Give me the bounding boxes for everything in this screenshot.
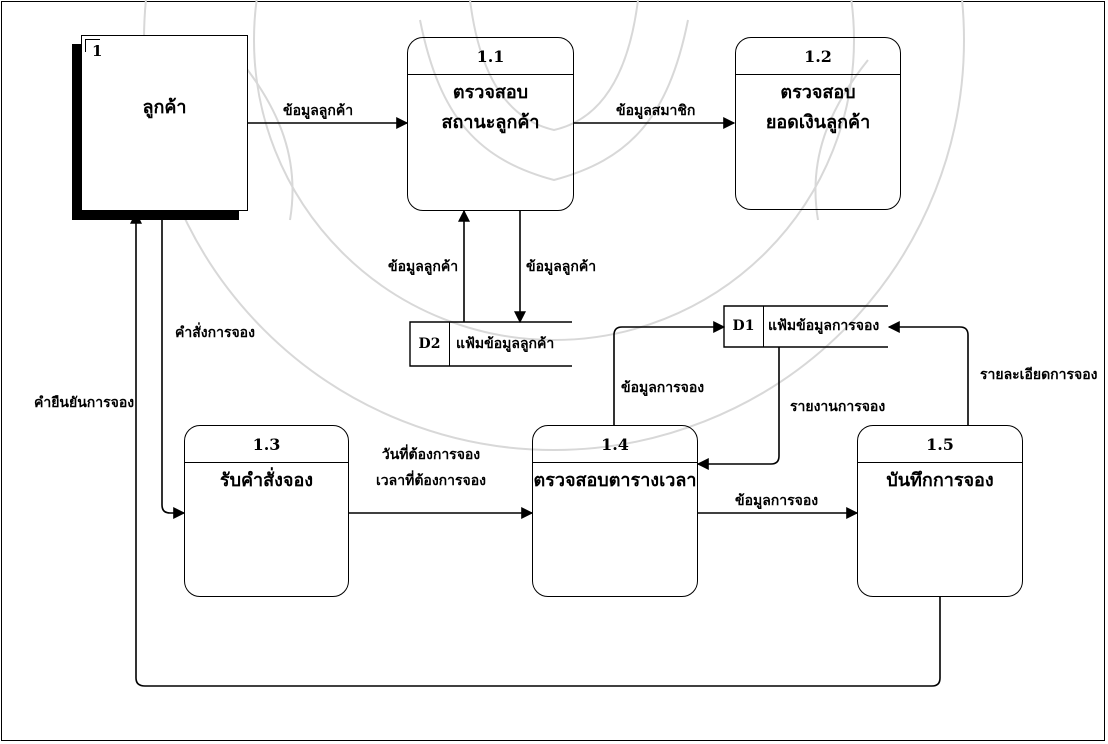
flow-entity-to-p13 [161,211,186,519]
process-name-line2: ยอดเงินลูกค้า [765,112,871,133]
process-name-line2: สถานะลูกค้า [441,112,540,133]
process-id: 1.1 [408,38,573,75]
store-name: แฟ้มข้อมูลลูกค้า [456,336,555,352]
flow-label-p15-to-d1: รายละเอียดการจอง [980,367,1098,383]
entity-name: ลูกค้า [142,97,187,118]
process-1-5[interactable]: 1.5 บันทึกการจอง [857,425,1023,597]
flow-d1-to-p14 [696,347,780,470]
flow-label-entity-to-p13: คำสั่งการจอง [175,325,255,341]
data-store-d2[interactable]: D2 แฟ้มข้อมูลลูกค้า [410,322,572,366]
process-name: รับคำสั่งจอง [185,466,348,496]
flow-label-p13-to-p14: วันที่ต้องการจอง เวลาที่ต้องการจอง [356,442,506,494]
process-name-line1: ตรวจสอบตารางเวลา [533,470,697,491]
store-name: แฟ้มข้อมูลการจอง [768,318,880,334]
flow-label-p15-to-entity: คำยืนยันการจอง [34,395,135,411]
entity-id-box [85,39,100,52]
process-1-4[interactable]: 1.4 ตรวจสอบตารางเวลา [532,425,698,597]
flow-label-p11-to-d2: ข้อมูลลูกค้า [526,259,597,275]
external-entity-customer[interactable]: 1 ลูกค้า [81,35,248,211]
process-id: 1.4 [533,426,697,463]
process-name-line1: รับคำสั่งจอง [219,470,314,491]
process-name: ตรวจสอบตารางเวลา [533,466,697,496]
process-name: ตรวจสอบ สถานะลูกค้า [408,78,573,138]
process-1-3[interactable]: 1.3 รับคำสั่งจอง [184,425,349,597]
process-name-line1: ตรวจสอบ [452,82,529,103]
process-id: 1.3 [185,426,348,463]
flow-label-line2: เวลาที่ต้องการจอง [376,473,486,489]
process-1-1[interactable]: 1.1 ตรวจสอบ สถานะลูกค้า [407,37,574,211]
process-id: 1.5 [858,426,1022,463]
store-id: D1 [724,306,764,347]
process-name: ตรวจสอบ ยอดเงินลูกค้า [736,78,900,138]
flow-label-line1: วันที่ต้องการจอง [381,447,481,463]
flow-p15-to-d1 [887,321,969,425]
flow-label-entity-to-p11: ข้อมูลลูกค้า [283,103,354,119]
flow-label-d2-to-p11: ข้อมูลลูกค้า [388,259,459,275]
flow-label-p14-to-p15: ข้อมูลการจอง [735,493,819,509]
process-name-line1: ตรวจสอบ [780,82,856,103]
store-id: D2 [410,322,450,366]
data-store-d1[interactable]: D1 แฟ้มข้อมูลการจอง [724,306,888,347]
flow-label-p11-to-p12: ข้อมูลสมาชิก [616,103,696,119]
process-name-line1: บันทึกการจอง [886,470,994,491]
process-id: 1.2 [736,38,900,75]
entity-id: 1 [92,42,103,60]
flow-p14-to-d1 [613,321,726,425]
flow-label-d1-to-p14: รายงานการจอง [790,399,886,415]
process-1-2[interactable]: 1.2 ตรวจสอบ ยอดเงินลูกค้า [735,37,901,210]
process-name: บันทึกการจอง [858,466,1022,496]
flow-p15-to-entity [130,211,941,687]
flow-label-p14-to-d1: ข้อมูลการจอง [621,380,705,396]
